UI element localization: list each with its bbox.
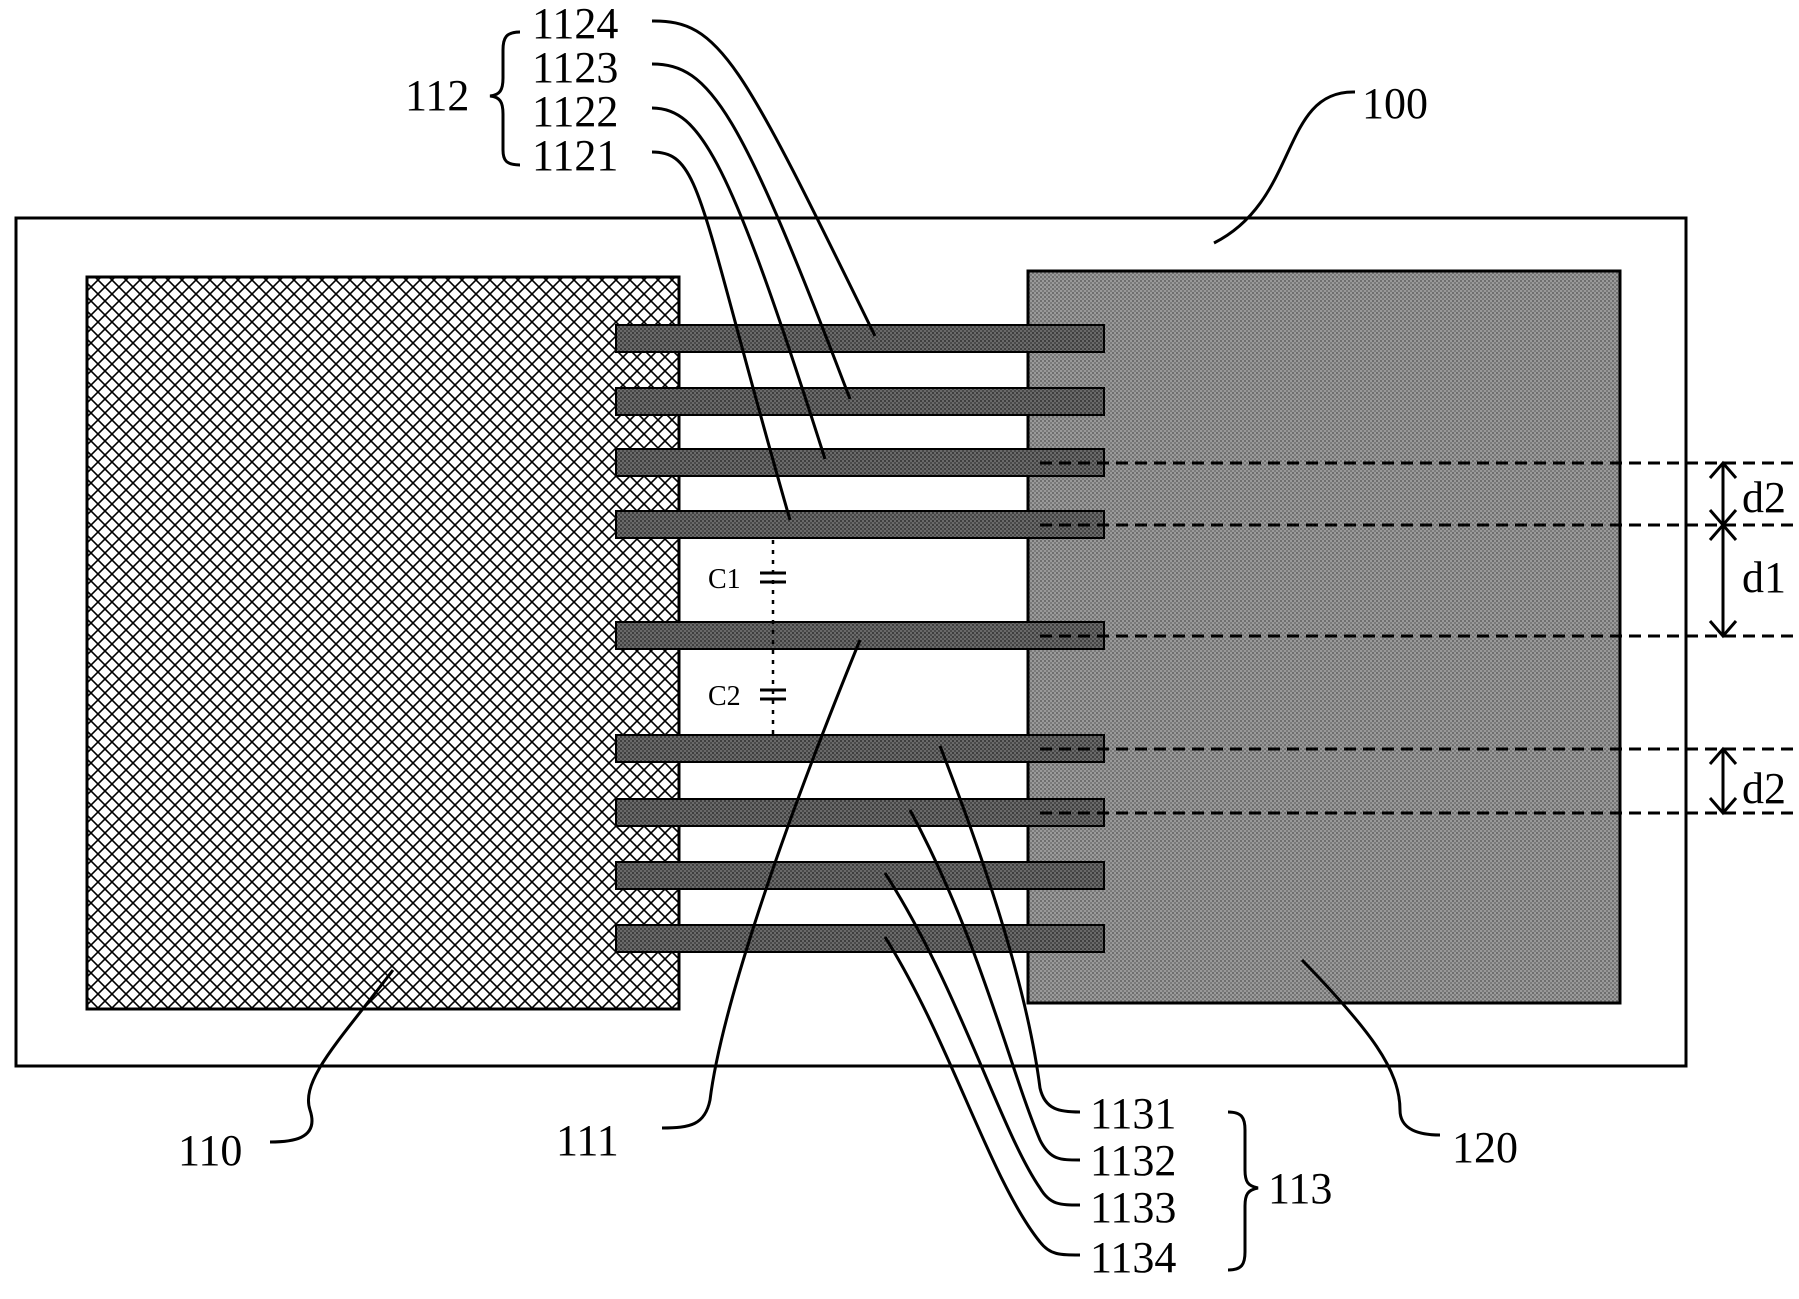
- label-1123: 1123: [532, 43, 618, 92]
- label-d2-top: d2: [1742, 473, 1786, 522]
- label-d2-bottom: d2: [1742, 764, 1786, 813]
- label-112: 112: [405, 71, 469, 120]
- label-c1: C1: [708, 564, 741, 595]
- finger-1132: [615, 798, 1105, 827]
- label-111: 111: [556, 1116, 619, 1165]
- leader-lines: [269, 19, 1441, 1257]
- dimension-arrows: [1708, 460, 1738, 816]
- label-113: 113: [1268, 1164, 1332, 1213]
- label-1122: 1122: [532, 87, 618, 136]
- label-1121: 1121: [532, 131, 618, 180]
- group-braces: [489, 30, 1259, 1272]
- label-120: 120: [1452, 1123, 1518, 1172]
- finger-1123: [615, 387, 1105, 416]
- finger-111: [615, 621, 1105, 650]
- finger-1124: [615, 324, 1105, 353]
- label-d1: d1: [1742, 553, 1786, 602]
- finger-1133: [615, 861, 1105, 890]
- label-1124: 1124: [532, 0, 618, 48]
- left-electrode-pad: [85, 275, 681, 1011]
- capacitor-symbols: [760, 540, 786, 735]
- finger-1131: [615, 734, 1105, 763]
- finger-1134: [615, 924, 1105, 953]
- finger-1121: [615, 510, 1105, 539]
- dimension-reference-lines: [1040, 461, 1799, 815]
- label-c2: C2: [708, 681, 741, 712]
- label-1134: 1134: [1090, 1233, 1176, 1282]
- label-1132: 1132: [1090, 1136, 1176, 1185]
- label-1133: 1133: [1090, 1183, 1176, 1232]
- label-1131: 1131: [1090, 1089, 1176, 1138]
- finger-1122: [615, 448, 1105, 477]
- label-100: 100: [1362, 79, 1428, 128]
- finger-electrodes: [615, 324, 1105, 953]
- label-110: 110: [178, 1126, 242, 1175]
